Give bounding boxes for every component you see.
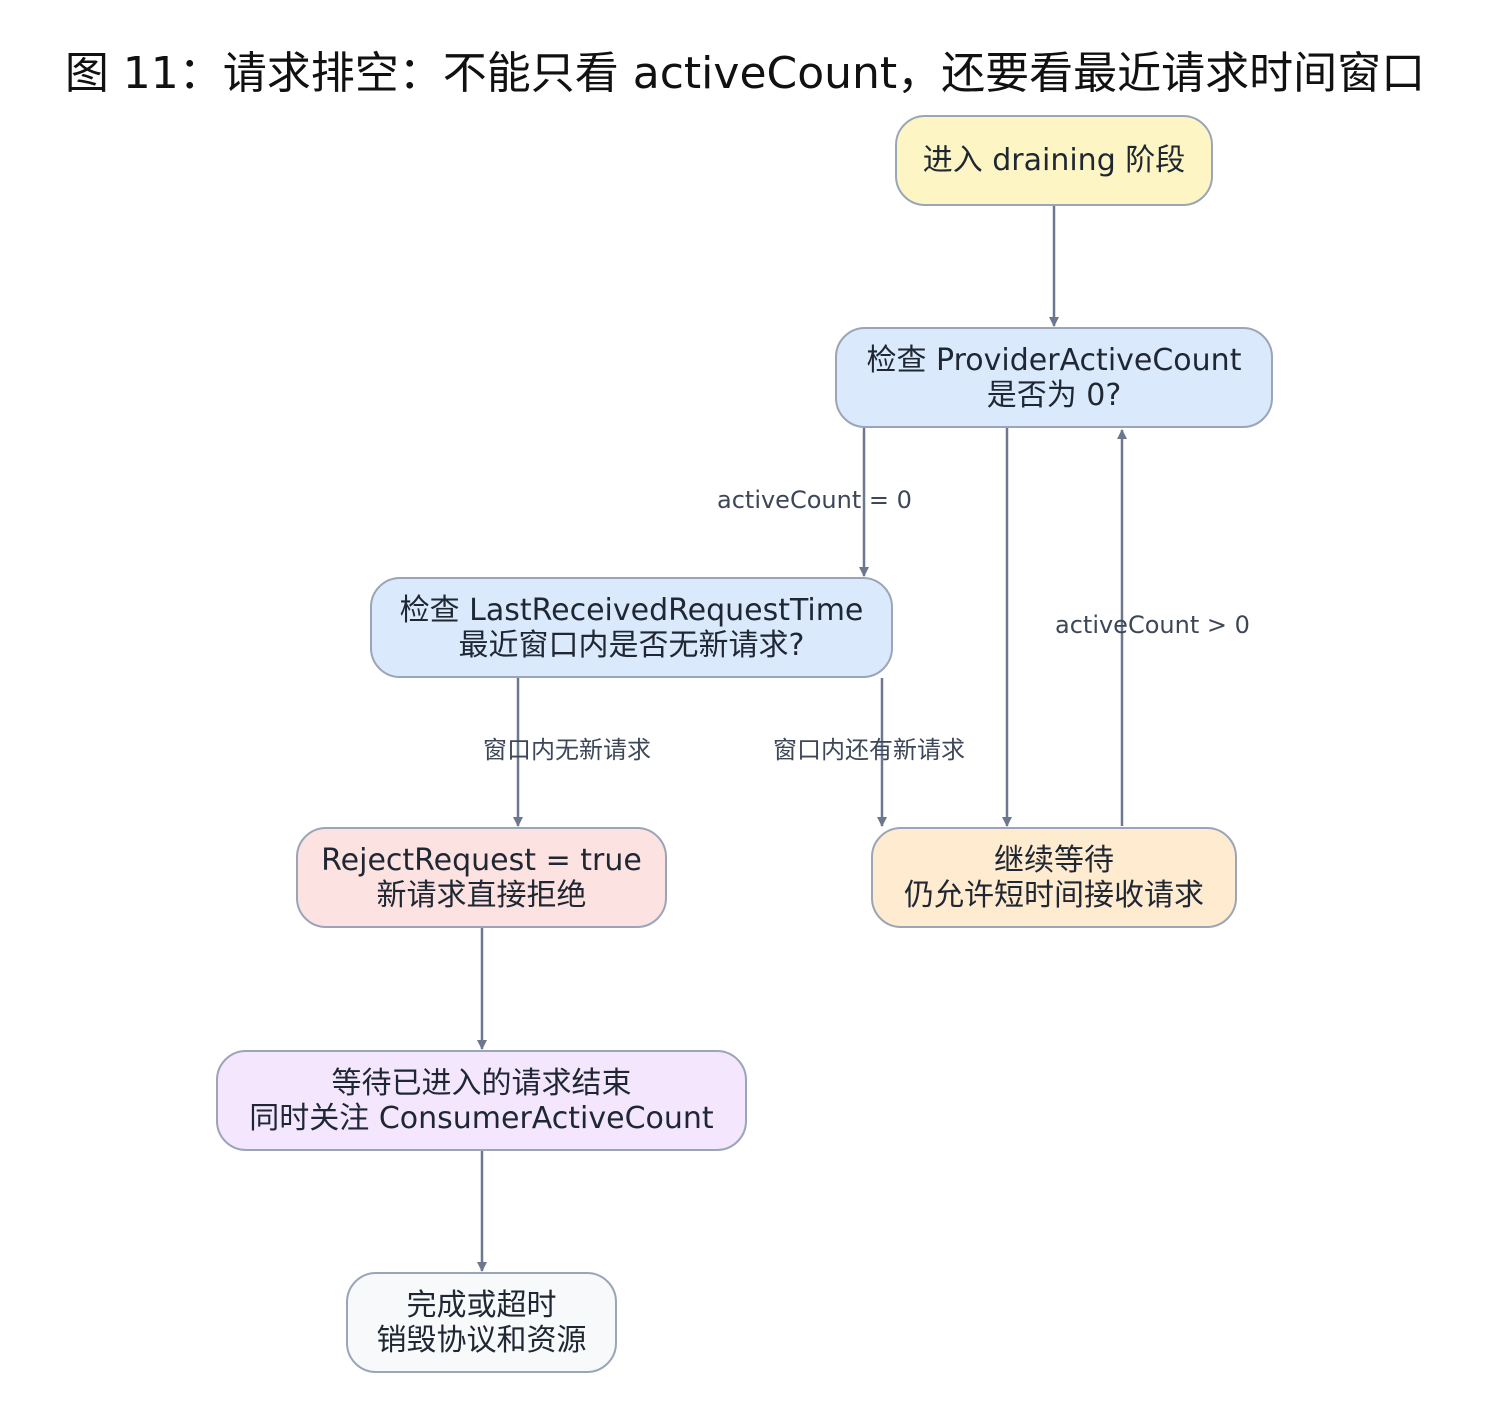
edge-label-no-new-requests: 窗口内无新请求 [483,736,651,764]
edge-label-active-zero: activeCount = 0 [717,486,912,514]
node-check-provider-line-1: 检查 ProviderActiveCount [866,342,1242,378]
node-reject-line-1: RejectRequest = true [321,842,642,878]
node-check-last-line-2: 最近窗口内是否无新请求? [458,627,805,663]
node-finish-line-1: 完成或超时 [406,1287,557,1323]
node-check-provider-line-2: 是否为 0? [986,377,1122,413]
node-finish-line-2: 销毁协议和资源 [376,1322,587,1358]
node-wait-consumer-line-2: 同时关注 ConsumerActiveCount [249,1100,714,1136]
node-finish: 完成或超时 销毁协议和资源 [346,1272,617,1373]
node-check-last-received: 检查 LastReceivedRequestTime 最近窗口内是否无新请求? [370,577,893,678]
node-check-provider: 检查 ProviderActiveCount 是否为 0? [835,327,1273,428]
node-reject-request: RejectRequest = true 新请求直接拒绝 [296,827,667,928]
edge-label-still-new-requests: 窗口内还有新请求 [773,736,965,764]
node-continue-wait: 继续等待 仍允许短时间接收请求 [871,827,1237,928]
node-continue-wait-line-1: 继续等待 [994,842,1114,878]
node-start-line-1: 进入 draining 阶段 [922,143,1186,178]
node-start: 进入 draining 阶段 [895,115,1213,206]
node-reject-line-2: 新请求直接拒绝 [376,877,587,913]
node-wait-consumer: 等待已进入的请求结束 同时关注 ConsumerActiveCount [216,1050,747,1151]
node-wait-consumer-line-1: 等待已进入的请求结束 [331,1065,632,1101]
node-check-last-line-1: 检查 LastReceivedRequestTime [399,592,864,628]
diagram-title: 图 11：请求排空：不能只看 activeCount，还要看最近请求时间窗口 [64,48,1426,99]
edge-label-active-positive: activeCount > 0 [1055,611,1250,639]
node-continue-wait-line-2: 仍允许短时间接收请求 [904,877,1204,913]
